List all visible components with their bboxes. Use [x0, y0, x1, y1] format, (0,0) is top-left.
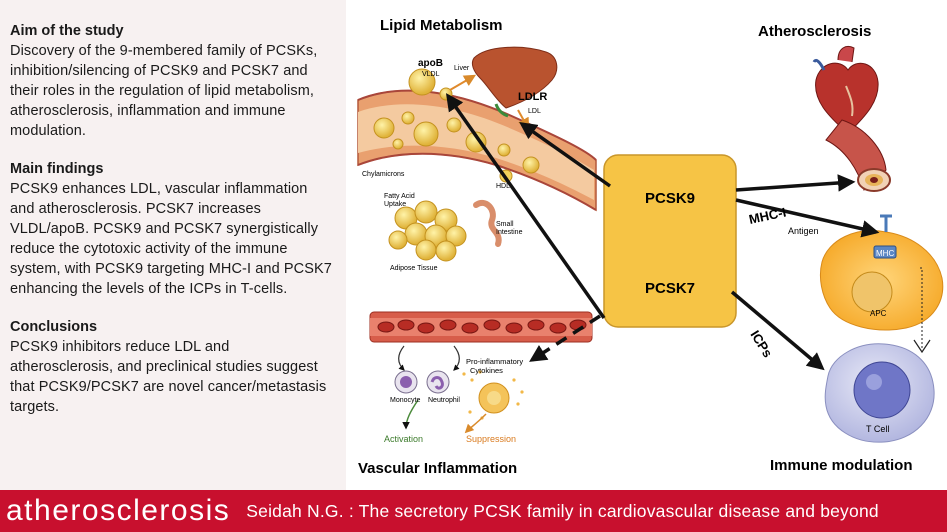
- aim-section: Aim of the study Discovery of the 9-memb…: [10, 22, 336, 141]
- intestine-label: Intestine: [496, 229, 523, 236]
- conclusions-text: PCSK9 inhibitors reduce LDL and atherosc…: [10, 339, 327, 415]
- athero-title: Atherosclerosis: [758, 23, 871, 40]
- pcsk7-label: PCSK7: [645, 280, 695, 297]
- small-label: Small: [496, 221, 514, 228]
- arrow-pcsk9-mhc: [735, 198, 880, 238]
- immune-title: Immune modulation: [770, 457, 913, 474]
- findings-text: PCSK9 enhances LDL, vascular inflammatio…: [10, 181, 332, 297]
- chylo-label: Chylamicrons: [362, 171, 405, 178]
- lipid-illustration: apoB VLDL Liver LDLR LDL Chylamicrons Fa…: [357, 46, 597, 272]
- diagram-panel: Lipid Metabolism Atherosclerosis Vascula…: [346, 0, 947, 490]
- conclusions-heading: Conclusions: [10, 319, 98, 335]
- pcsk-diagram: Lipid Metabolism Atherosclerosis Vascula…: [357, 17, 944, 477]
- icps-arrow-label: ICPs: [747, 328, 775, 360]
- vldl-label: VLDL: [422, 71, 440, 78]
- pcsk9-label: PCSK9: [645, 190, 695, 207]
- monocyte-label: Monocyte: [390, 397, 420, 404]
- apob-label: apoB: [418, 58, 443, 69]
- arrow-pcsk9-athero: [735, 174, 856, 192]
- vascular-illustration: Pro-inflammatory Cytokines Monocyte Neut…: [369, 311, 593, 444]
- citation-text: Seidah N.G. : The secretory PCSK family …: [246, 500, 879, 521]
- journal-footer: atherosclerosis Seidah N.G. : The secret…: [0, 490, 947, 532]
- neutrophil-label: Neutrophil: [428, 397, 460, 404]
- athero-illustration: [812, 46, 891, 192]
- arrow-pcsk-inflammation: [529, 314, 601, 362]
- adipose-label: Adipose Tissue: [390, 265, 438, 272]
- summary-panel: Aim of the study Discovery of the 9-memb…: [0, 0, 346, 490]
- liver-label: Liver: [454, 65, 470, 72]
- arrow-pcsk7-vldl: [445, 93, 606, 320]
- apc-label: APC: [870, 309, 887, 318]
- arrow-pcsk7-icps: [730, 290, 825, 371]
- tcell-label: T Cell: [866, 424, 889, 434]
- aim-heading: Aim of the study: [10, 23, 124, 39]
- cytokines-label: Cytokines: [470, 366, 503, 375]
- journal-brand: atherosclerosis: [6, 494, 231, 527]
- proinfl-label: Pro-inflammatory: [466, 357, 523, 366]
- suppression-label: Suppression: [466, 434, 516, 444]
- pcsk-box: [603, 154, 737, 328]
- aim-text: Discovery of the 9-membered family of PC…: [10, 43, 318, 139]
- fatty-label: Fatty Acid: [384, 193, 415, 200]
- ldl-label: LDL: [528, 108, 541, 115]
- antigen-label: Antigen: [788, 226, 819, 236]
- relation-arrows: [445, 93, 880, 371]
- immune-illustration: MHC Antigen APC T Cell: [788, 214, 944, 443]
- conclusions-section: Conclusions PCSK9 inhibitors reduce LDL …: [10, 318, 336, 417]
- lipid-title: Lipid Metabolism: [380, 17, 503, 34]
- uptake-label: Uptake: [384, 201, 406, 208]
- ldlr-label: LDLR: [518, 91, 547, 103]
- arrow-pcsk9-ldlr: [519, 121, 612, 188]
- hdl-label: HDL: [496, 183, 510, 190]
- mhc-arrow-label: MHC-I: [748, 204, 788, 226]
- findings-section: Main findings PCSK9 enhances LDL, vascul…: [10, 160, 336, 299]
- activation-label: Activation: [384, 434, 423, 444]
- findings-heading: Main findings: [10, 161, 104, 177]
- vascular-title: Vascular Inflammation: [358, 460, 517, 477]
- mhc-cell-label: MHC: [876, 249, 894, 258]
